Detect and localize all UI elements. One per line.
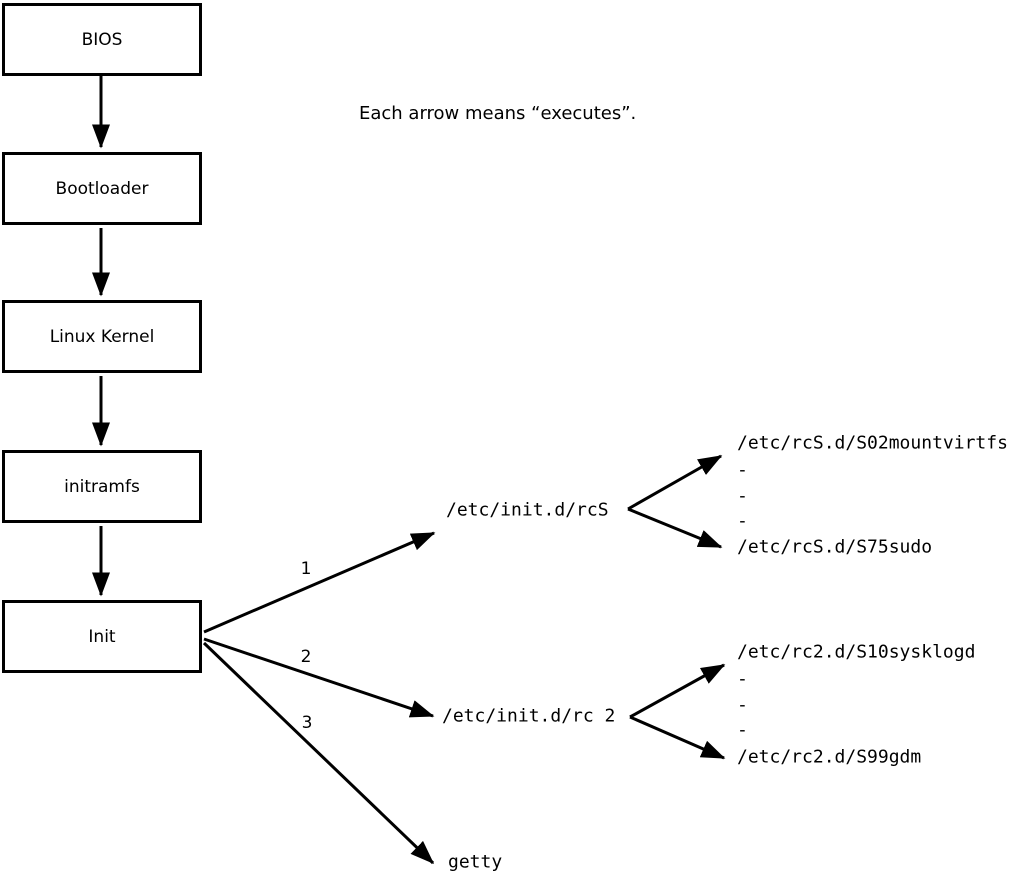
rc2-script-item: /etc/rc2.d/S10sysklogd: [737, 641, 976, 663]
rcS-script-item: /etc/rcS.d/S02mountvirtfs: [737, 432, 1008, 454]
rcS-script-item: -: [737, 459, 748, 481]
branch-label-3: 3: [301, 713, 313, 733]
box-initramfs: initramfs: [2, 450, 202, 523]
arrow-init-to-rcS: [203, 531, 436, 634]
rcS-script-item: /etc/rcS.d/S75sudo: [737, 536, 933, 558]
box-bios-label: BIOS: [81, 29, 123, 50]
branch-label-2: 2: [300, 647, 312, 667]
box-linux-kernel: Linux Kernel: [2, 300, 202, 373]
branch-label-1: 1: [300, 559, 312, 579]
target-rcS: /etc/init.d/rcS: [446, 499, 609, 521]
arrow-rcS-to-first-script: [627, 454, 723, 511]
arrow-init-to-rc2: [203, 637, 435, 718]
arrow-init-to-getty: [202, 641, 435, 865]
box-init: Init: [2, 600, 202, 673]
box-linux-kernel-label: Linux Kernel: [49, 326, 155, 347]
rc2-script-item: -: [737, 694, 748, 716]
target-getty: getty: [448, 851, 503, 873]
target-rc2: /etc/init.d/rc 2: [442, 705, 616, 727]
rcS-script-item: -: [737, 485, 748, 507]
legend-text: Each arrow means “executes”.: [359, 103, 637, 124]
arrow-rc2-to-last-script: [629, 715, 726, 760]
arrow-rcS-to-last-script: [627, 507, 723, 549]
box-bootloader-label: Bootloader: [55, 178, 149, 199]
box-bios: BIOS: [2, 3, 202, 76]
arrow-rc2-to-first-script: [629, 663, 726, 719]
box-initramfs-label: initramfs: [64, 476, 140, 497]
box-bootloader: Bootloader: [2, 152, 202, 225]
rc2-script-item: /etc/rc2.d/S99gdm: [737, 746, 922, 768]
rc2-script-item: -: [737, 668, 748, 690]
box-init-label: Init: [88, 626, 116, 647]
rc2-script-item: -: [737, 719, 748, 741]
rcS-script-item: -: [737, 510, 748, 532]
